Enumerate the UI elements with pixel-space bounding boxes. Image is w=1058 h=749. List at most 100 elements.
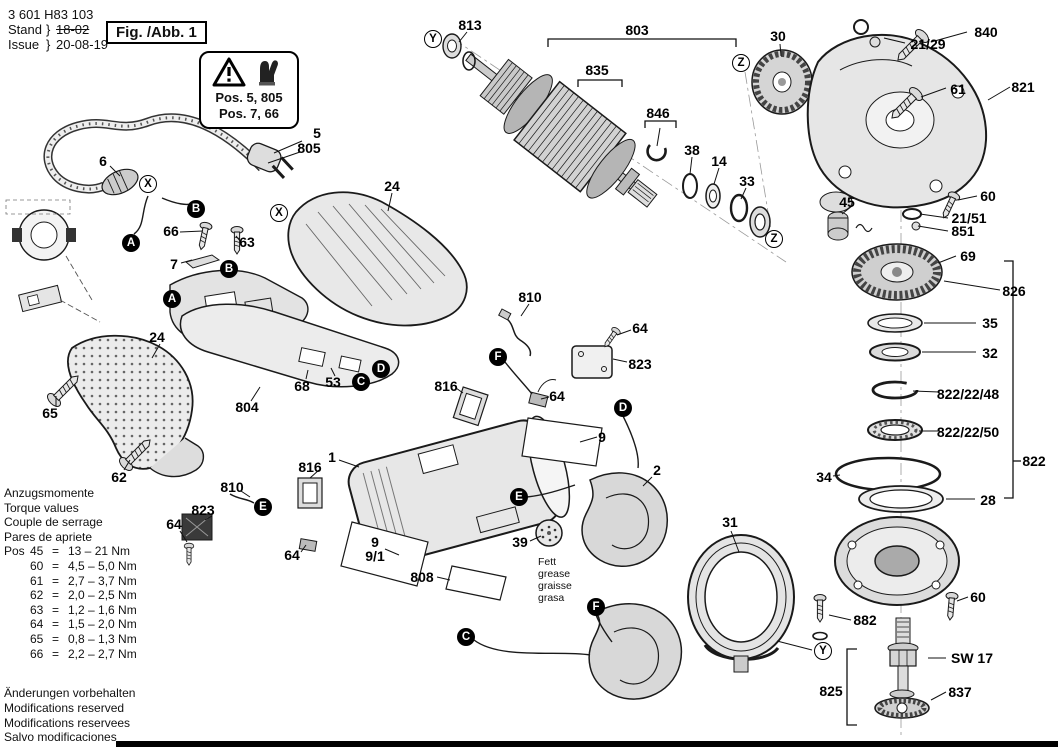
field-coil-upper: [581, 472, 668, 567]
torque-value: 2,2 – 2,7 Nm: [68, 646, 137, 661]
motor-housing: [347, 415, 571, 566]
torque-value: 2,0 – 2,5 Nm: [68, 588, 137, 603]
torque-equals: =: [52, 646, 60, 661]
issue-brace: }: [46, 37, 51, 52]
torque-equals: =: [52, 631, 60, 646]
issue-value: 20-08-19: [56, 37, 109, 52]
torque-pos: 60: [30, 558, 44, 573]
torque-equals: =: [52, 544, 60, 559]
torque-row-61: 61 = 2,7 – 3,7 Nm: [4, 574, 137, 589]
torque-pos-prefix: Pos: [4, 544, 25, 559]
torque-value: 0,8 – 1,3 Nm: [68, 631, 137, 646]
torque-pos: 61: [30, 573, 44, 588]
guard-flange: [687, 534, 795, 673]
torque-pos: 63: [30, 602, 44, 617]
power-cord: [43, 113, 266, 194]
grease-note-line: grasa: [538, 592, 565, 604]
group-brackets: [547, 38, 1021, 726]
torque-row-64: 64 = 1,5 – 2,0 Nm: [4, 617, 137, 632]
cord-grip: [101, 168, 139, 196]
brush-hardware: [181, 308, 622, 566]
armature-bearing-813: [442, 33, 476, 71]
torque-pos: 65: [30, 631, 44, 646]
torque-value: 1,2 – 1,6 Nm: [68, 602, 137, 617]
torque-title-line: Torque values: [4, 500, 79, 515]
warning-triangle-icon: [212, 57, 246, 87]
torque-row-63: 63 = 1,2 – 1,6 Nm: [4, 603, 137, 618]
page-bottom-edge: [116, 741, 1058, 747]
stand-label: Stand: [8, 22, 42, 37]
protective-gloves-icon: [259, 60, 278, 86]
handle-base: [179, 303, 400, 388]
footer-line: Salvo modificaciones: [4, 730, 117, 745]
torque-rows: Pos 45 = 13 – 21 Nm 60 = 4,5 – 5,0 Nm 61 = 2,7 – …: [4, 544, 137, 661]
stand-row: Stand} 18-02: [8, 22, 108, 37]
torque-row-45: Pos 45 = 13 – 21 Nm: [4, 544, 137, 559]
figure-label: Fig. /Abb. 1: [106, 21, 207, 44]
torque-row-62: 62 = 2,0 – 2,5 Nm: [4, 588, 137, 603]
warning-pos-line: Pos. 7, 66: [219, 106, 279, 121]
torque-value: 2,7 – 3,7 Nm: [68, 573, 137, 588]
torque-value: 4,5 – 5,0 Nm: [68, 558, 137, 573]
issue-label: Issue: [8, 37, 40, 52]
stand-brace: }: [46, 22, 51, 37]
torque-row-66: 66 = 2,2 – 2,7 Nm: [4, 647, 137, 662]
torque-pos: 62: [30, 588, 44, 603]
bearing-flange: [834, 516, 960, 606]
torque-title-line: Couple de serrage: [4, 515, 103, 530]
armature: [465, 53, 658, 208]
grease-note-line: Fett: [538, 556, 557, 568]
warning-icons: [203, 57, 295, 87]
torque-pos: 66: [30, 646, 44, 661]
shaft-rings: [646, 144, 771, 238]
bevel-gear: [751, 49, 813, 115]
field-coil-lower: [588, 603, 683, 700]
clutch-disc: [535, 519, 563, 547]
grease-note-line: graisse: [538, 580, 572, 592]
gear-housing: [806, 33, 988, 213]
power-plug: [246, 142, 294, 179]
torque-equals: =: [52, 602, 60, 617]
flange-washer: [812, 631, 828, 641]
flange-screw-60: [943, 591, 959, 621]
torque-equals: =: [52, 573, 60, 588]
title-block: 3 601 H83 103 Stand} 18-02 Issue} 20-08-19: [8, 7, 108, 52]
torque-equals: =: [52, 588, 60, 603]
torque-pos: 45: [30, 544, 44, 559]
torque-row-60: 60 = 4,5 – 5,0 Nm: [4, 559, 137, 574]
flange-screw-882: [813, 594, 827, 623]
torque-pos: 64: [30, 617, 44, 632]
footer-line: Änderungen vorbehalten: [4, 686, 136, 700]
spindle-lock: [827, 211, 873, 241]
torque-row-65: 65 = 0,8 – 1,3 Nm: [4, 632, 137, 647]
handle-shell-upper: [287, 191, 468, 327]
grease-note-line: grease: [538, 568, 571, 580]
footer-line: Modifications reserved: [4, 700, 125, 715]
connector-wires: [473, 361, 639, 656]
torque-value: 13 – 21 Nm: [68, 544, 131, 559]
document-number: 3 601 H83 103: [8, 7, 94, 22]
washer-bearing-stack: [834, 313, 944, 513]
grip-cover: [67, 334, 205, 478]
cord-wires: [133, 195, 194, 235]
cord-clamp-detail: [5, 199, 101, 323]
torque-title-line: Pares de apriete: [4, 529, 93, 544]
stand-value: 18-02: [56, 22, 90, 37]
warning-pos-line: Pos. 5, 805: [215, 90, 283, 105]
torque-title-line: Anzugsmomente: [4, 486, 95, 500]
housing-fasteners: [853, 19, 962, 231]
torque-equals: =: [52, 617, 60, 632]
crown-gear: [851, 243, 943, 301]
torque-value: 1,5 – 2,0 Nm: [68, 617, 137, 632]
spindle-assembly: [874, 617, 930, 719]
torque-equals: =: [52, 558, 60, 573]
footer-line: Modifications reservees: [4, 715, 131, 730]
